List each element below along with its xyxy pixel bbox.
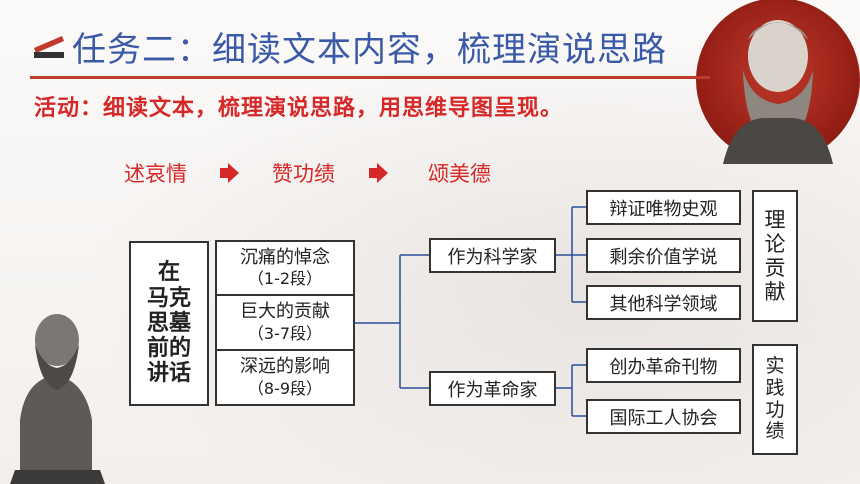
root-line: 前的 bbox=[146, 336, 191, 362]
title-underline bbox=[30, 76, 710, 79]
section-range: （3-7段） bbox=[247, 323, 323, 343]
section-label: 沉痛的悼念 bbox=[240, 246, 330, 268]
contribution-label: 创办革命刊物 bbox=[609, 356, 718, 378]
summary-char: 论 bbox=[764, 231, 786, 256]
summary-char: 献 bbox=[764, 280, 786, 305]
contribution-node: 创办革命刊物 bbox=[586, 348, 741, 383]
marx-statue bbox=[10, 314, 105, 484]
summary-practice: 实 践 功 绩 bbox=[752, 344, 798, 455]
sequence-item-3: 颂美德 bbox=[428, 162, 491, 186]
summary-char: 实 bbox=[765, 354, 785, 377]
contribution-node: 其他科学领域 bbox=[586, 285, 741, 320]
section-label: 深远的影响 bbox=[240, 356, 330, 378]
contribution-node: 国际工人协会 bbox=[586, 399, 741, 434]
root-line: 在 bbox=[157, 260, 180, 286]
summary-char: 理 bbox=[764, 207, 786, 232]
engels-portrait bbox=[696, 0, 860, 164]
sequence-item-1: 述哀情 bbox=[124, 162, 187, 186]
summary-char: 功 bbox=[765, 398, 785, 421]
contribution-label: 其他科学领域 bbox=[609, 293, 718, 315]
contribution-label: 剩余价值学说 bbox=[609, 246, 718, 268]
root-line: 马克 bbox=[146, 285, 191, 311]
page-title: 任务二：细读文本内容，梳理演说思路 bbox=[72, 29, 667, 70]
role-label: 作为革命家 bbox=[447, 379, 538, 401]
summary-theory: 理 论 贡 献 bbox=[752, 190, 798, 322]
role-scientist: 作为科学家 bbox=[429, 238, 556, 273]
contribution-label: 辩证唯物史观 bbox=[609, 198, 718, 220]
activity-instruction: 活动：细读文本，梳理演说思路，用思维导图呈现。 bbox=[34, 96, 564, 121]
summary-char: 贡 bbox=[764, 256, 786, 280]
root-line: 思墓 bbox=[146, 310, 191, 336]
summary-char: 践 bbox=[765, 376, 785, 399]
root-line: 讲话 bbox=[146, 361, 191, 387]
section-node-3: 深远的影响（8-9段） bbox=[215, 349, 355, 406]
title-bar: 任务二：细读文本内容，梳理演说思路 bbox=[32, 20, 667, 72]
section-range: （8-9段） bbox=[247, 378, 323, 398]
root-node: 在 马克 思墓 前的 讲话 bbox=[129, 241, 209, 406]
sequence-item-2: 赞功绩 bbox=[272, 162, 335, 186]
arrow-right-icon bbox=[369, 163, 388, 183]
summary-char: 绩 bbox=[765, 420, 785, 443]
section-node-1: 沉痛的悼念（1-2段） bbox=[215, 240, 355, 296]
contribution-node: 剩余价值学说 bbox=[586, 238, 741, 273]
section-node-2: 巨大的贡献（3-7段） bbox=[215, 294, 355, 351]
role-revolutionary: 作为革命家 bbox=[429, 371, 556, 406]
contribution-label: 国际工人协会 bbox=[609, 407, 718, 429]
contribution-node: 辩证唯物史观 bbox=[586, 190, 741, 225]
role-label: 作为科学家 bbox=[447, 246, 538, 268]
arrow-right-icon bbox=[220, 163, 239, 183]
section-range: （1-2段） bbox=[247, 269, 323, 289]
section-label: 巨大的贡献 bbox=[240, 301, 330, 323]
book-icon bbox=[34, 36, 64, 58]
